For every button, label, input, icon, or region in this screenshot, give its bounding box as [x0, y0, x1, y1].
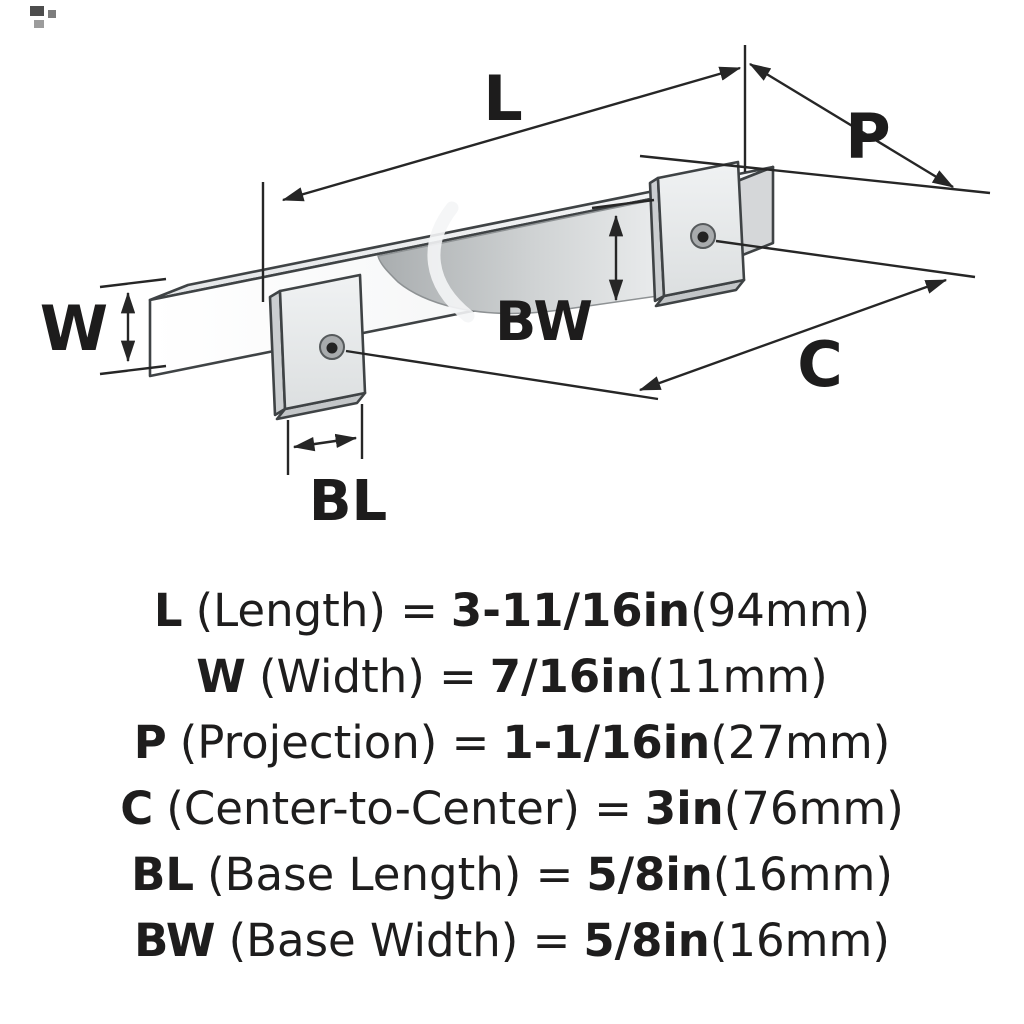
- dimension-key: BW: [134, 914, 216, 967]
- legend-row-length: L (Length) = 3-11/16in (94mm): [154, 578, 870, 644]
- dimension-value: 1-1/16in: [502, 716, 711, 769]
- label-center-to-center: C: [797, 328, 843, 401]
- label-length: L: [483, 62, 523, 135]
- dimension-value: 5/8in: [586, 848, 713, 901]
- legend-row-base-length: BL (Base Length) = 5/8in (16mm): [131, 842, 893, 908]
- width-tick-bottom: [99, 364, 167, 376]
- legend-row-base-width: BW (Base Width) = 5/8in (16mm): [134, 908, 890, 974]
- dimension-name: (Width) =: [258, 650, 477, 703]
- corner-print-mark: [30, 6, 56, 28]
- base-width-tick: [591, 198, 655, 210]
- width-tick-top: [99, 277, 167, 289]
- handle-dimension-diagram: L P W BW C BL: [30, 6, 991, 534]
- dimension-name: (Base Width) =: [228, 914, 571, 967]
- dimension-metric: (16mm): [712, 848, 893, 901]
- dimension-metric: (94mm): [690, 584, 871, 637]
- center-extension-right: [715, 239, 976, 279]
- right-screw-hole-center: [697, 231, 709, 243]
- dimension-key: L: [153, 584, 183, 637]
- legend-row-projection: P (Projection) = 1-1/16in (27mm): [134, 710, 891, 776]
- dimension-key: W: [196, 650, 246, 703]
- dimension-value: 5/8in: [583, 914, 710, 967]
- dimension-name: (Center-to-Center) =: [166, 782, 632, 835]
- dimension-key: BL: [131, 848, 195, 901]
- dimension-metric: (27mm): [710, 716, 891, 769]
- dimension-metric: (76mm): [723, 782, 904, 835]
- legend-row-center-to-center: C (Center-to-Center) = 3in (76mm): [120, 776, 904, 842]
- center-dimension-arrow: [638, 278, 948, 392]
- legend-row-width: W (Width) = 7/16in (11mm): [196, 644, 827, 710]
- base-length-dimension-arrow: [292, 433, 358, 452]
- projection-dimension-arrow: [748, 62, 955, 189]
- dimension-key: C: [120, 782, 154, 835]
- dimension-name: (Projection) =: [179, 716, 490, 769]
- label-base-length: BL: [309, 469, 387, 534]
- length-dimension-arrow: [281, 66, 742, 202]
- dimension-legend: L (Length) = 3-11/16in (94mm) W (Width) …: [0, 578, 1024, 974]
- dimension-metric: (16mm): [709, 914, 890, 967]
- label-projection: P: [845, 100, 890, 173]
- dimension-name: (Length) =: [195, 584, 438, 637]
- dimension-name: (Base Length) =: [207, 848, 574, 901]
- handle-inner-highlight: [427, 201, 475, 323]
- dimension-metric: (11mm): [647, 650, 828, 703]
- label-base-width: BW: [495, 290, 593, 353]
- dimension-value: 7/16in: [489, 650, 648, 703]
- label-width: W: [40, 292, 108, 365]
- dimension-value: 3-11/16in: [450, 584, 691, 637]
- left-screw-hole-center: [326, 342, 338, 354]
- dimension-key: P: [133, 716, 167, 769]
- dimension-value: 3in: [644, 782, 724, 835]
- center-extension-left: [345, 349, 659, 401]
